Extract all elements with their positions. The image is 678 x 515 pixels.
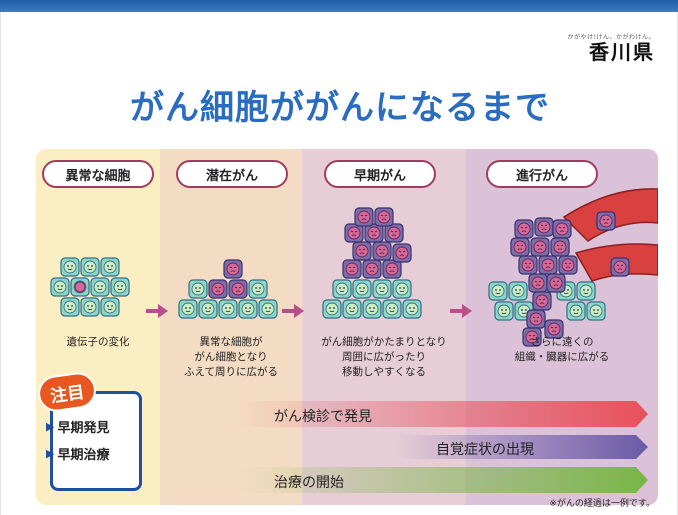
attention-item-label: 早期治療	[57, 448, 110, 463]
band-symptoms	[396, 435, 648, 459]
desc-line: ふえて周りに広がる	[184, 366, 278, 378]
early-cancer-cluster	[322, 207, 422, 319]
stage-label-advanced: 進行がん	[486, 160, 598, 188]
desc-line: 組織・臓器に広がる	[514, 351, 610, 363]
arrow-3	[450, 304, 472, 318]
logo-tagline: かがやけ!けん、かがわけん。	[567, 34, 655, 41]
arrow-1	[146, 304, 168, 318]
slide: かがやけ!けん、かがわけん。 香川県 がん細胞ががんになるまで 異常な細胞 潜在…	[0, 12, 678, 515]
stage-label-early: 早期がん	[324, 160, 436, 188]
band-symptoms-label: 自覚症状の出現	[436, 442, 534, 458]
prefecture-logo: かがやけ!けん、かがわけん。 香川県	[568, 32, 655, 63]
stage-label-abnormal: 異常な細胞	[42, 160, 154, 188]
desc-line: 移動しやすくなる	[342, 366, 426, 378]
band-treatment	[236, 467, 648, 493]
stage-desc-early: がん細胞がかたまりとなり 周囲に広がったり 移動しやすくなる	[302, 335, 466, 380]
stage-column-latent	[160, 149, 302, 505]
triangle-bullet-icon: ▶	[46, 447, 55, 460]
cell-illustration	[50, 188, 658, 493]
abnormal-cell-cluster	[50, 257, 130, 317]
desc-line: がん細胞がかたまりとなり	[321, 336, 447, 348]
footnote: ※がんの経過は一例です。	[549, 499, 655, 509]
latent-cancer-cluster	[178, 259, 278, 319]
desc-line: がん細胞となり	[194, 351, 268, 363]
top-bar	[0, 0, 678, 12]
desc-line: 遺伝子の変化	[66, 336, 130, 348]
band-treatment-label: 治療の開始	[274, 475, 344, 491]
stage-label-latent: 潜在がん	[176, 160, 288, 188]
desc-line: 周囲に広がったり	[342, 351, 426, 363]
attention-item-early-treatment: ▶ 早期治療	[46, 444, 109, 463]
stage-desc-latent: 異常な細胞が がん細胞となり ふえて周りに広がる	[160, 335, 302, 380]
stage-desc-advanced: さらに遠くの 組織・臓器に広がる	[466, 335, 658, 365]
attention-item-early-detection: ▶ 早期発見	[46, 417, 109, 436]
desc-line: さらに遠くの	[530, 336, 594, 348]
desc-line: 異常な細胞が	[199, 336, 263, 348]
band-screening-label: がん検診で発見	[274, 409, 372, 425]
attention-item-label: 早期発見	[57, 421, 110, 436]
stage-desc-abnormal: 遺伝子の変化	[36, 335, 160, 350]
triangle-bullet-icon: ▶	[46, 420, 55, 433]
band-screening	[236, 401, 648, 427]
arrow-2	[282, 304, 304, 318]
logo-name: 香川県	[589, 40, 655, 64]
stages-panel: 異常な細胞 潜在がん 早期がん 進行がん	[36, 149, 658, 505]
page-title: がん細胞ががんになるまで	[130, 88, 550, 128]
blood-vessel	[562, 188, 658, 282]
